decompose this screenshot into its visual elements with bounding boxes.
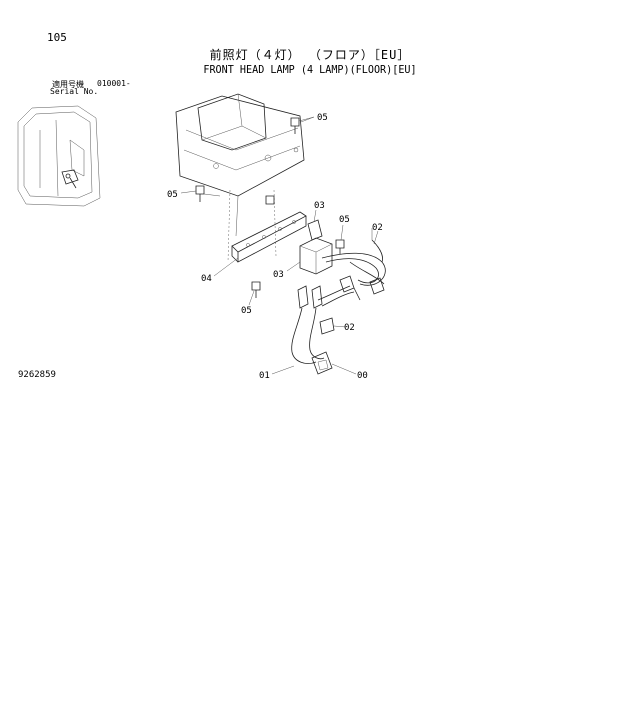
callout-05: 05 (241, 306, 252, 316)
drawing-number: 9262859 (18, 370, 56, 380)
callout-05: 05 (339, 215, 350, 225)
callout-01: 01 (259, 371, 270, 381)
serial-range: 010001- (97, 79, 131, 88)
bolt-mid (335, 224, 345, 254)
page-title-english: FRONT HEAD LAMP (4 LAMP)(FLOOR)[EU] (203, 63, 417, 76)
page-title-japanese: 前照灯（４灯） （フロア）［EU］ (209, 48, 411, 62)
serial-label-english: Serial No. (50, 87, 99, 96)
leader-lines (203, 116, 379, 245)
callout-05: 05 (317, 113, 328, 123)
mounting-bar (213, 211, 307, 277)
relay-block (286, 237, 333, 275)
callout-05: 05 (167, 190, 178, 200)
bolt-bottom (248, 281, 261, 306)
callout-00: 00 (357, 371, 368, 381)
bolt-top (290, 116, 315, 134)
wire-harness (271, 228, 386, 375)
callout-03: 03 (273, 270, 284, 280)
mounting-clip (307, 209, 323, 241)
serial-label-japanese: 適用号機 (52, 80, 84, 89)
floor-bracket (175, 93, 305, 263)
callout-04: 04 (201, 274, 212, 284)
bolt-left (180, 185, 205, 202)
cab-locator-icon (17, 105, 101, 207)
callout-03: 03 (314, 201, 325, 211)
page-number: 105 (47, 31, 67, 44)
bolt-center (265, 195, 275, 205)
callout-02: 02 (372, 223, 383, 233)
callout-02: 02 (344, 323, 355, 333)
